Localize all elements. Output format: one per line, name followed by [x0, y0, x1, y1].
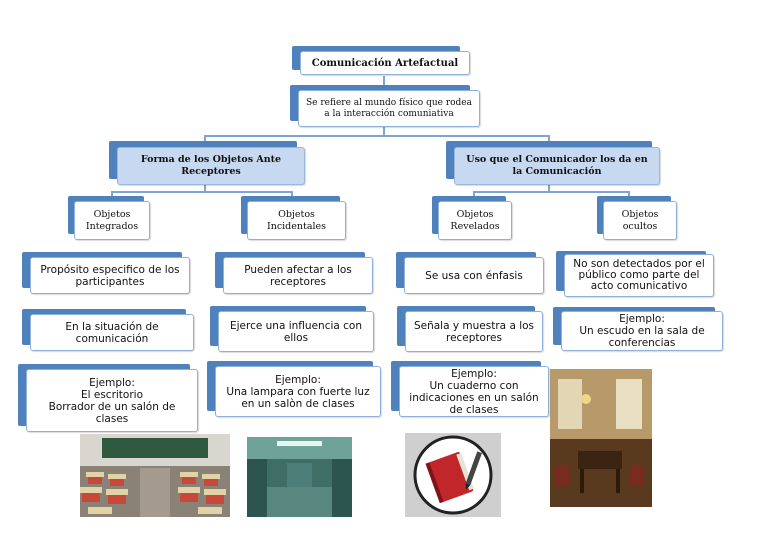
- root-definition-node: Se refiere al mundo físico que rodea a l…: [290, 85, 480, 127]
- ocultos-example: Ejemplo: Un escudo en la sala de confere…: [553, 307, 723, 351]
- category-incidentales: Objetos Incidentales: [266, 208, 327, 232]
- incidentales-example: Ejemplo: Una lampara con fuerte luz en u…: [207, 361, 381, 417]
- revelados-item-1: Se usa con énfasis: [396, 252, 544, 294]
- category-ocultos: Objetos ocultos: [621, 208, 659, 232]
- incidentales-item-2: Ejerce una influencia con ellos: [210, 306, 374, 352]
- conference-hall-photo: [550, 369, 652, 507]
- classroom-desks-photo: [80, 434, 230, 517]
- category-integrados: Objetos Integrados: [85, 208, 139, 232]
- connector: [204, 135, 550, 137]
- root-title: Comunicación Artefactual: [311, 57, 459, 69]
- root-definition: Se refiere al mundo físico que rodea a l…: [305, 97, 473, 119]
- connector: [473, 191, 630, 193]
- integrados-example: Ejemplo: El escritorio Borrador de un sa…: [18, 364, 198, 432]
- branch-right-node: Uso que el Comunicador los da en la Comu…: [446, 141, 660, 185]
- category-ocultos-node: Objetos ocultos: [597, 196, 677, 240]
- category-revelados: Objetos Revelados: [450, 208, 500, 232]
- category-revelados-node: Objetos Revelados: [432, 196, 512, 240]
- revelados-example: Ejemplo: Un cuaderno con indicaciones en…: [391, 361, 549, 417]
- connector: [383, 76, 385, 90]
- connector: [204, 184, 206, 192]
- revelados-item-2: Señala y muestra a los receptores: [397, 306, 543, 352]
- integrados-item-2: En la situación de comunicación: [22, 309, 194, 351]
- category-integrados-node: Objetos Integrados: [68, 196, 150, 240]
- category-incidentales-node: Objetos Incidentales: [241, 196, 346, 240]
- connector: [111, 191, 293, 193]
- connector: [548, 184, 550, 192]
- root-title-node: Comunicación Artefactual: [292, 46, 470, 75]
- branch-left-title: Forma de los Objetos Ante Receptores: [140, 154, 282, 177]
- branch-right-title: Uso que el Comunicador los da en la Comu…: [466, 154, 648, 177]
- incidentales-item-1: Pueden afectar a los receptores: [215, 252, 373, 294]
- connector: [628, 191, 630, 199]
- connector: [111, 191, 113, 199]
- lamp-room-photo: [247, 437, 352, 517]
- connector: [383, 126, 385, 136]
- connector: [291, 191, 293, 199]
- branch-left-node: Forma de los Objetos Ante Receptores: [109, 141, 305, 185]
- integrados-item-1: Propósito especifico de los participante…: [22, 252, 190, 294]
- notebook-icon: [405, 433, 501, 517]
- connector: [473, 191, 475, 199]
- ocultos-item-1: No son detectados por el público como pa…: [556, 251, 714, 297]
